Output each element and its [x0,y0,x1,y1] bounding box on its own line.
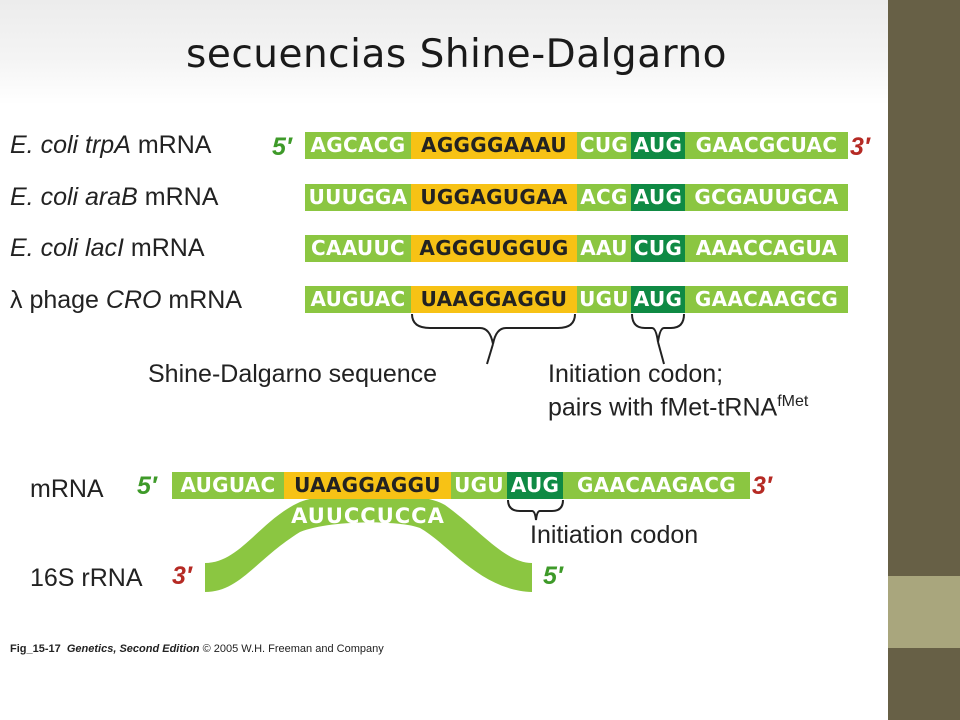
seq-upstream: AGCACG [305,132,411,159]
row-label-arab: E. coli araB mRNA [10,183,218,212]
rrna-sequence: AUUCCUCCA [291,504,445,528]
seq-initiation-codon: CUG [631,235,685,262]
slide-sidebar-accent [888,576,960,648]
row-label-laci: E. coli lacI mRNA [10,234,205,263]
book-title: Genetics, Second Edition [66,643,200,655]
five-prime-label: 5′ [137,472,157,500]
seq-upstream: AUGUAC [172,472,284,499]
seq-spacer: ACG [577,184,631,211]
seq-spacer: AAU [577,235,631,262]
three-prime-label: 3′ [850,133,870,161]
row-label-cro: λ phage CRO mRNA [10,286,242,315]
seq-shine-dalgarno: UAAGGAGGU [411,286,577,313]
seq-spacer: UGU [577,286,631,313]
seq-initiation-codon: AUG [631,132,685,159]
lambda-symbol: λ [10,286,23,314]
seq-shine-dalgarno: AGGGUGGUG [411,235,577,262]
sequence-bar-laci: CAAUUC AGGGUGGUG AAU CUG AAACCAGUA [305,235,848,262]
slide-title: secuencias Shine-Dalgarno [186,32,728,77]
seq-initiation-codon: AUG [631,286,685,313]
seq-downstream: GCGAUUGCA [685,184,848,211]
seq-downstream: GAACGCUAC [685,132,848,159]
seq-downstream: AAACCAGUA [685,235,848,262]
seq-spacer: UGU [451,472,507,499]
row-label-prefix: phage [22,286,106,314]
row-label-organism: E. coli araB [10,183,138,211]
seq-upstream: CAAUUC [305,235,411,262]
seq-initiation-codon: AUG [631,184,685,211]
row-label-trpa: E. coli trpA mRNA [10,131,211,160]
slide-header-band [0,0,888,105]
shine-dalgarno-bracket [411,313,576,345]
codon-bracket [631,313,685,343]
shine-dalgarno-label: Shine-Dalgarno sequence [148,360,438,388]
shine-dalgarno-pointer [486,343,494,365]
row-label-organism: E. coli lacI [10,234,124,262]
seq-downstream: GAACAAGACG [563,472,750,499]
seq-shine-dalgarno: UGGAGUGAA [411,184,577,211]
initiation-codon-label: Initiation codon; [548,360,724,388]
codon-pointer [657,341,665,365]
seq-downstream: GAACAAGCG [685,286,848,313]
seq-initiation-codon: AUG [507,472,563,499]
copyright-text: © 2005 W.H. Freeman and Company [199,643,384,655]
codon-bracket-bottom [507,499,564,521]
rrna-band [205,493,532,592]
sequence-bar-cro: AUGUAC UAAGGAGGU UGU AUG GAACAAGCG [305,286,848,313]
trna-pairing-text: pairs with fMet-tRNA [548,393,778,422]
sequence-bar-trpa: AGCACG AGGGGAAAU CUG AUG GAACGCUAC [305,132,848,159]
trna-pairing-label: pairs with fMet-tRNAfMet [548,393,808,422]
seq-shine-dalgarno: AGGGGAAAU [411,132,577,159]
seq-shine-dalgarno: UAAGGAGGU [284,472,451,499]
initiation-codon-label-bottom: Initiation codon [530,521,699,549]
sequence-bar-mrna: AUGUAC UAAGGAGGU UGU AUG GAACAAGACG [172,472,750,499]
mrna-label: mRNA [30,475,104,503]
row-label-suffix: mRNA [130,131,212,159]
row-label-organism: E. coli trpA [10,131,131,159]
rrna-three-prime-label: 3′ [172,562,192,590]
seq-upstream: AUGUAC [305,286,411,313]
row-label-suffix: mRNA [161,286,243,314]
figure-credit: Fig_15-17 Genetics, Second Edition © 200… [10,643,384,655]
seq-upstream: UUUGGA [305,184,411,211]
figure-number: Fig_15-17 [10,643,61,655]
five-prime-label: 5′ [272,133,292,161]
sequence-bar-arab: UUUGGA UGGAGUGAA ACG AUG GCGAUUGCA [305,184,848,211]
trna-superscript: fMet [777,393,809,410]
three-prime-label: 3′ [752,472,772,500]
seq-spacer: CUG [577,132,631,159]
row-label-suffix: mRNA [137,183,219,211]
rrna-five-prime-label: 5′ [543,562,563,590]
row-label-suffix: mRNA [123,234,205,262]
rrna-label: 16S rRNA [30,564,143,592]
row-label-gene: CRO [105,286,162,314]
